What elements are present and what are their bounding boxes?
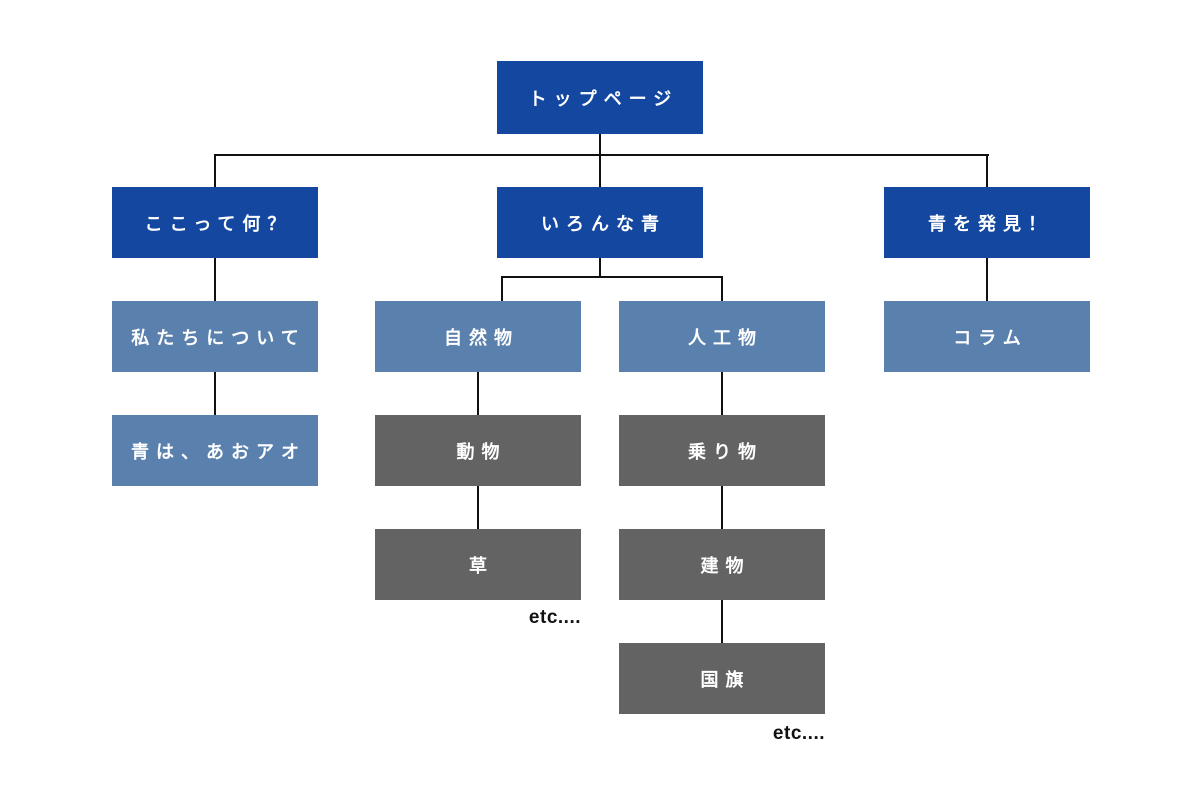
connector-line [721,485,723,529]
connector-line [986,258,988,301]
node-blue-is-aoao: 青は、あおアオ [112,415,318,486]
node-grass: 草 [375,529,581,600]
connector-line [721,599,723,643]
node-discover-blue: 青を発見！ [884,187,1090,258]
node-artificial-things: 人工物 [619,301,825,372]
node-top-page: トップページ [497,61,703,134]
connector-line [477,371,479,415]
connector-line [986,154,988,187]
etc-annotation: etc.... [772,723,825,744]
node-natural-things: 自然物 [375,301,581,372]
connector-line [214,371,216,415]
connector-line [721,371,723,415]
node-vehicles: 乗り物 [619,415,825,486]
connector-line [214,258,216,301]
node-various-blues: いろんな青 [497,187,703,258]
node-what-is-here: ここって何？ [112,187,318,258]
connector-line [599,134,601,155]
connector-line [599,154,601,187]
connector-line [501,276,503,301]
node-about-us: 私たちについて [112,301,318,372]
connector-line [721,276,723,301]
etc-annotation: etc.... [528,607,581,628]
connector-line [501,276,723,278]
connector-line [477,485,479,529]
connector-line [599,258,601,277]
node-national-flags: 国旗 [619,643,825,714]
node-buildings: 建物 [619,529,825,600]
node-animals: 動物 [375,415,581,486]
connector-line [214,154,216,187]
node-column: コラム [884,301,1090,372]
connector-line [214,154,989,156]
